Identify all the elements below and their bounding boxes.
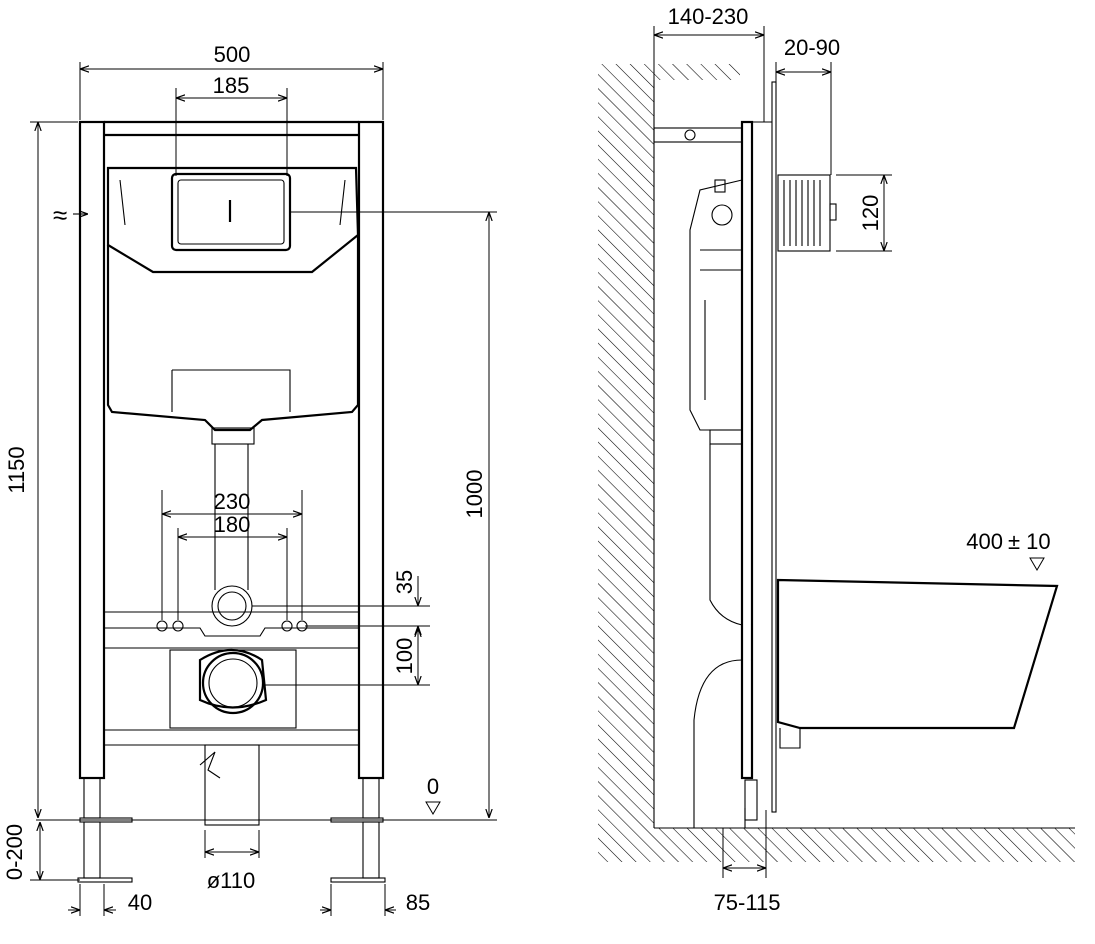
pipe-diameter-label: ø110 — [207, 868, 256, 893]
frame-posts — [78, 120, 385, 780]
stud-inner-label: 180 — [214, 512, 251, 537]
dim-stud-inner: 180 — [177, 512, 288, 620]
plate-height-label: 120 — [858, 195, 883, 232]
dim-inlet-height: 100 0 — [290, 211, 497, 818]
frame-width-label: 500 — [214, 42, 251, 67]
dim-stud-outer: 230 — [161, 489, 303, 620]
dim-foot-width: 40 — [68, 884, 152, 916]
floor-level-label: 0 — [427, 774, 439, 799]
side-view: 140-230 20-90 120 75-115 400 ± 10 — [598, 4, 1075, 915]
foot-width-label: 40 — [128, 890, 152, 915]
dim-pipe-diameter: ø110 — [204, 830, 260, 893]
side-frame — [653, 81, 777, 813]
dim-wall-distance: 140-230 — [653, 4, 765, 122]
dim-plate-height: 120 — [836, 174, 892, 252]
dim-foot-adjust: 0-200 — [2, 822, 80, 881]
frame-feet — [77, 777, 386, 883]
waste-outlet — [198, 649, 268, 826]
bowl-height-label: 400 — [966, 529, 1003, 554]
cistern — [106, 166, 360, 445]
support-bracket — [104, 611, 359, 746]
water-inlet-icon: ≈ — [53, 200, 88, 230]
flush-plate-width-label: 185 — [213, 73, 250, 98]
foot-adjust-label: 0-200 — [2, 824, 27, 880]
stud-outer-label: 230 — [214, 489, 251, 514]
wall-hatching — [598, 64, 1075, 862]
bowl-tolerance-label: ± 10 — [1008, 529, 1051, 554]
dim-drain-to-studs: 35 — [252, 570, 430, 656]
side-pipes — [693, 444, 758, 829]
dim-pipe-offset: 75-115 — [714, 810, 781, 915]
dim-frame-width: 500 — [79, 42, 384, 120]
svg-text:≈: ≈ — [53, 200, 67, 230]
dim-flush-plate-width: 185 — [175, 73, 288, 176]
pipe-offset-label: 75-115 — [714, 890, 781, 915]
wall-finish-label: 20-90 — [784, 35, 840, 60]
toilet-bowl — [776, 578, 1059, 749]
dim-total-height: 1150 — [4, 121, 78, 818]
dim-studs-to-outlet: 100 — [262, 628, 430, 686]
wall-distance-label: 140-230 — [668, 4, 749, 29]
studs-to-outlet-label: 100 — [392, 638, 417, 675]
front-view: ≈ 500 185 1150 100 0 — [2, 42, 497, 916]
bowl-height-marker: 400 ± 10 — [966, 529, 1051, 571]
foot-right-label: 85 — [406, 890, 430, 915]
side-plate-box — [777, 174, 837, 252]
dim-foot-right: 85 — [320, 884, 430, 916]
drain-to-studs-label: 35 — [392, 570, 417, 594]
total-height-label: 1150 — [4, 446, 29, 493]
floor-level-marker: 0 — [425, 774, 441, 815]
dim-wall-finish: 20-90 — [775, 35, 840, 175]
inlet-height-label: 1000 — [462, 470, 487, 519]
side-cistern — [689, 179, 743, 445]
